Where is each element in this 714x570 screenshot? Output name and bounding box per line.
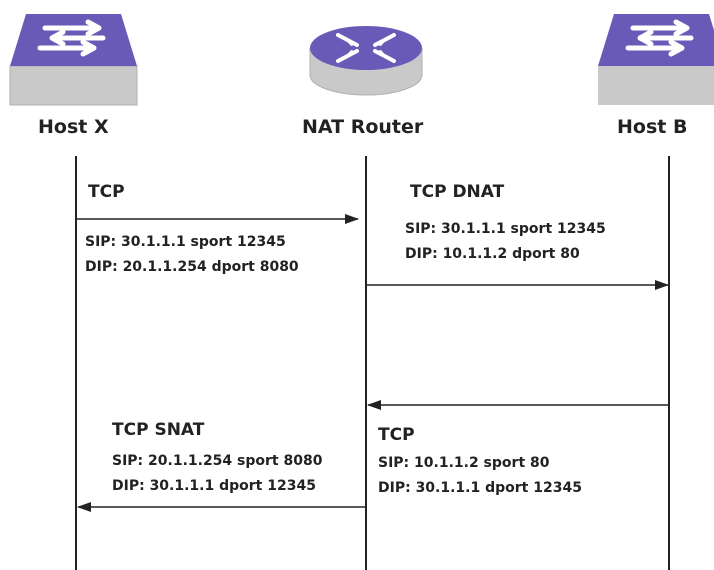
- message-sip: SIP: 20.1.1.254 sport 8080: [112, 453, 323, 469]
- message-sip: SIP: 30.1.1.1 sport 12345: [85, 234, 286, 250]
- message-dip: DIP: 30.1.1.1 dport 12345: [378, 480, 582, 496]
- message-dip: DIP: 30.1.1.1 dport 12345: [112, 478, 316, 494]
- message-title: TCP SNAT: [112, 420, 205, 440]
- host-b-label: Host B: [617, 116, 688, 138]
- message-sip: SIP: 30.1.1.1 sport 12345: [405, 221, 606, 237]
- router-icon: [309, 26, 423, 96]
- switch-icon: [598, 14, 714, 105]
- message-title: TCP DNAT: [410, 182, 505, 202]
- message-dip: DIP: 10.1.1.2 dport 80: [405, 246, 580, 262]
- message-dip: DIP: 20.1.1.254 dport 8080: [85, 259, 299, 275]
- message-title: TCP: [88, 182, 125, 202]
- host-x-label: Host X: [38, 116, 109, 138]
- switch-icon: [9, 14, 138, 106]
- message-sip: SIP: 10.1.1.2 sport 80: [378, 455, 550, 471]
- nat-router-label: NAT Router: [302, 116, 424, 138]
- message-title: TCP: [378, 425, 415, 445]
